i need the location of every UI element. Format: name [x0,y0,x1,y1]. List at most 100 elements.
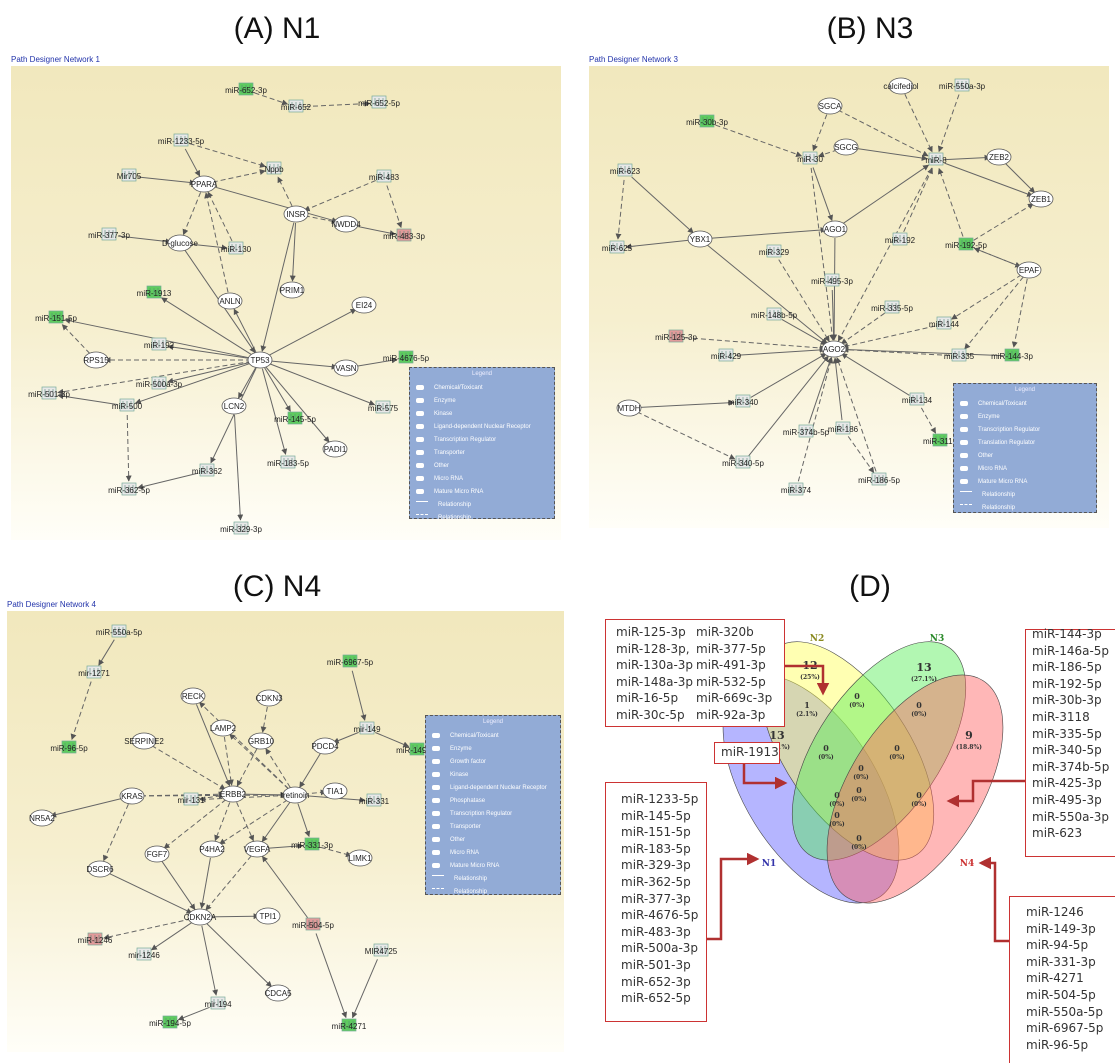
network-node[interactable]: mir-1246 [128,947,160,961]
network-node[interactable]: miR-134 [902,392,933,406]
network-node[interactable]: miR-151-5p [35,310,77,324]
network-node[interactable]: TIA1 [322,782,348,800]
network-node[interactable]: miR-652-5p [358,95,400,109]
network-node[interactable]: miR-362-5p [108,482,150,496]
network-node[interactable]: CDKN3 [255,689,283,707]
network-node[interactable]: RECK [180,687,206,705]
network-node[interactable]: FGF7 [144,845,170,863]
network-node[interactable]: miR-362 [192,463,223,477]
network-node[interactable]: miR-192 [885,232,916,246]
network-node[interactable]: miR-483 [369,169,400,183]
network-node[interactable]: miR-4676-5p [383,350,430,364]
network-node[interactable]: miR-429 [711,348,742,362]
network-node[interactable]: ANLN [217,292,243,310]
network-node[interactable]: ZEB2 [986,148,1012,166]
network-node[interactable]: AGO2 [821,340,847,358]
network-node[interactable]: ZEB1 [1028,190,1054,208]
network-node[interactable]: miR-30b-3p [686,114,728,128]
network-node[interactable]: EPAF [1016,261,1042,279]
network-node[interactable]: VASN [333,359,359,377]
network-node[interactable]: miR-186-5p [858,472,900,486]
network-node[interactable]: miR-192-5p [945,237,987,251]
network-node[interactable]: miR-149-3p [396,742,438,756]
network-node[interactable]: miR-6967-5p [327,654,374,668]
network-node[interactable]: miR-500 [112,398,143,412]
network-node[interactable]: miR-145-5p [274,411,316,425]
network-node[interactable]: MTDH [616,399,642,417]
network-node[interactable]: miR-125-3p [655,329,697,343]
network-node[interactable]: miR-331 [359,793,390,807]
network-node[interactable]: miR-374 [781,482,812,496]
network-node[interactable]: calcifediol [883,77,919,95]
network-node[interactable]: GRB10 [248,732,275,750]
network-node[interactable]: miR-501-3p [28,386,70,400]
network-node[interactable]: SGCG [833,138,859,156]
network-node[interactable]: miR-3118 [923,433,958,447]
network-node[interactable]: Mir705 [117,168,142,182]
network-node[interactable]: miR-623 [610,163,641,177]
network-node[interactable]: miR-8 [925,152,947,166]
network-node[interactable]: CDKN2A [184,908,217,926]
network-node[interactable]: miR-329 [759,244,790,258]
network-node[interactable]: miR-30 [797,151,823,165]
network-node[interactable]: LAMP2 [210,719,237,737]
network-node[interactable]: miR-377-3p [88,227,130,241]
network-node[interactable]: miR-130 [221,241,252,255]
network-node[interactable]: miR-183-5p [267,455,309,469]
network-node[interactable]: miR-194-5p [149,1015,191,1029]
network-node[interactable]: CDCA5 [264,984,292,1002]
network-node[interactable]: INSR [283,205,309,223]
network-node[interactable]: PDCD4 [311,737,339,755]
network-node[interactable]: D-glucose [162,234,199,252]
network-node[interactable]: DSCR6 [86,860,114,878]
network-node[interactable]: Nppb [264,161,284,175]
network-node[interactable]: miR-374b-5p [783,424,830,438]
network-node[interactable]: PPARA [191,175,218,193]
network-node[interactable]: miR-1913 [137,285,172,299]
network-node[interactable]: miR-625 [602,240,633,254]
network-node[interactable]: LIMK1 [347,849,373,867]
network-node[interactable]: miR-144 [929,316,960,330]
network-node[interactable]: miR-652 [281,99,312,113]
network-node[interactable]: miR-335 [944,348,975,362]
network-node[interactable]: MIR4725 [365,943,398,957]
network-node[interactable]: miR-575 [368,400,399,414]
network-node[interactable]: miR-329-3p [220,521,262,535]
network-node[interactable]: miR-148b-5p [751,307,798,321]
network-node[interactable]: miR-331-3p [291,837,333,851]
network-node[interactable]: mir-194 [204,996,232,1010]
network-node[interactable]: miR-652-3p [225,82,267,96]
network-node[interactable]: PRIM1 [279,281,305,299]
network-node[interactable]: miR-1246 [78,932,113,946]
network-node[interactable]: TPI1 [255,907,281,925]
network-node[interactable]: miR-335-5p [871,300,913,314]
network-node[interactable]: miR-186 [828,421,859,435]
network-node[interactable]: AGO1 [822,220,848,238]
network-node[interactable]: miR-4271 [332,1018,367,1032]
network-node[interactable]: miR-550a-5p [96,624,143,638]
network-node[interactable]: miR-96-5p [50,740,88,754]
network-node[interactable]: miR-340-5p [722,455,764,469]
network-node[interactable]: miR-550a-3p [939,78,986,92]
network-node[interactable]: NR5A2 [29,809,55,827]
network-node[interactable]: SERPINE2 [124,732,164,750]
network-node[interactable]: miR-483-3p [383,228,425,242]
network-node[interactable]: KRAS [119,787,145,805]
network-node[interactable]: PADI1 [322,440,348,458]
network-node[interactable]: tretinoin [281,786,309,804]
network-node[interactable]: miR-192 [144,337,175,351]
network-node[interactable]: miR-340 [728,394,759,408]
network-node[interactable]: LCN2 [221,397,247,415]
network-node[interactable]: ERBB2 [220,785,247,803]
network-node[interactable]: NWDD4 [331,215,361,233]
network-node[interactable]: TP53 [247,351,273,369]
network-node[interactable]: SGCA [817,97,843,115]
network-node[interactable]: P4HA2 [199,840,225,858]
network-node[interactable]: miR-144-3p [991,348,1033,362]
network-node[interactable]: miR-1233-5p [158,133,205,147]
network-node[interactable]: VEGFA [244,840,271,858]
network-node[interactable]: miR-495-3p [811,273,853,287]
network-node[interactable]: RPS15 [83,351,109,369]
network-node[interactable]: miR-500a-3p [136,376,183,390]
network-node[interactable]: YBX1 [687,230,713,248]
